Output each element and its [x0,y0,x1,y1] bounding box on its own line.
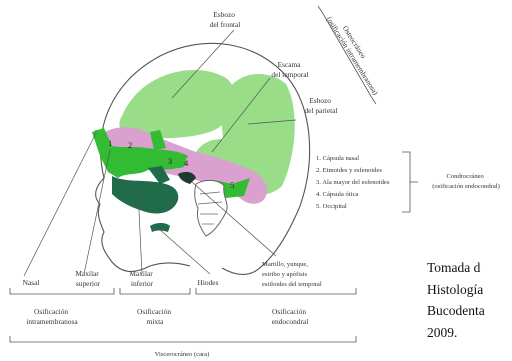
label-maxilar-superior: Maxilar superior [75,269,100,288]
label-osif-endocondral: Osificación endocondral [272,307,309,326]
mandible-bone [112,176,178,214]
label-escama-temporal: Escama del temporal [271,60,308,79]
credit-line-3: Bucodenta [427,300,512,322]
credit-line-4: 2009. [427,322,512,344]
condrocraneo-bracket [402,152,418,212]
label-hioides: Hiodes [198,278,219,287]
region-number-3: 3 [168,156,172,166]
label-osif-intramembranosa: Osificación intramembranosa [26,307,78,326]
credit-line-1: Tomada d [427,257,512,279]
label-esbozo-parietal: Esbozo del parietal [304,96,337,115]
label-esbozo-frontal: Esbozo del frontal [210,10,241,29]
label-osif-mixta: Osificación mixta [137,307,173,326]
region-number-5: 5 [230,180,234,190]
label-maxilar-inferior: Maxilar inferior [129,269,154,288]
credit-line-2: Histología [427,279,512,301]
region-number-2: 2 [128,140,132,150]
hyoid-bone [150,223,170,232]
source-credit: Tomada d Histología Bucodenta 2009. [427,257,512,343]
label-condrocraneo-list: 1. Cápsula nasal 2. Etmoides y esfenoide… [316,155,391,210]
label-martillo: Martillo, yunque, estribo y apófisis est… [262,261,322,288]
label-viscerocraneo: Viscerocráneo (cara) [155,351,210,358]
label-condrocraneo: Condrocráneo (osificación endocondral) [432,173,500,190]
label-nasal: Nasal [23,278,40,287]
region-number-1: 1 [108,138,112,148]
label-osteocraneo: Osteocráneo (osificación intramembranosa… [325,10,389,97]
frontal-blob [119,70,235,138]
